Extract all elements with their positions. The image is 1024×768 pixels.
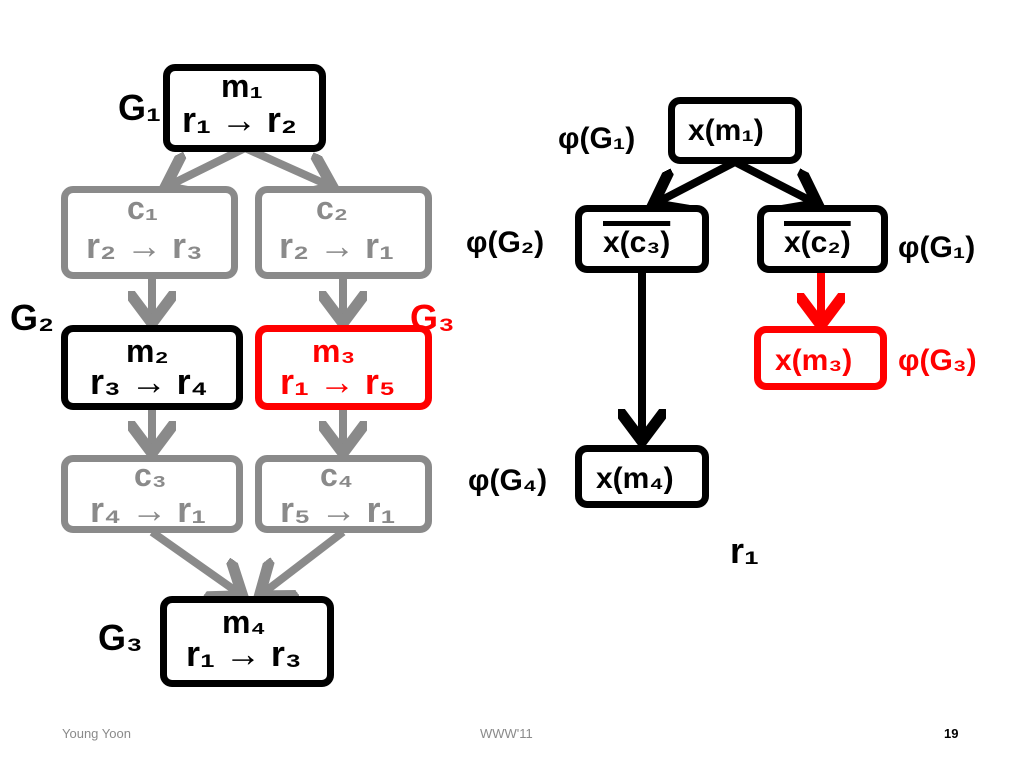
node-x-m1[interactable]	[668, 97, 802, 164]
label-phi-g3: φ(G₃)	[898, 344, 977, 377]
node-m3-rule: r₁ → r₅	[280, 361, 396, 402]
node-c1-title: c₁	[127, 190, 159, 226]
node-m1-rule: r₁ → r₂	[182, 99, 297, 140]
node-c3[interactable]	[61, 455, 243, 533]
node-m2[interactable]	[61, 325, 243, 410]
label-r1: r₁	[730, 530, 759, 571]
node-m2-title: m₂	[126, 333, 169, 369]
arrow-m1-c2	[243, 144, 330, 186]
page-number: 19	[944, 726, 959, 741]
label-phi-g1-top: φ(G₁)	[558, 122, 636, 155]
label-g3-bottom: G₃	[98, 617, 143, 658]
arrow-c4-m4	[262, 528, 346, 594]
node-c2[interactable]	[255, 186, 432, 279]
label-phi-g1-right: φ(G₁)	[898, 231, 976, 264]
node-m4-title: m₄	[222, 604, 266, 640]
node-x-m1-text: x(m₁)	[688, 114, 764, 147]
node-m3-title: m₃	[312, 333, 356, 369]
node-m1[interactable]	[163, 64, 326, 152]
footer-author: Young Yoon	[62, 726, 131, 741]
arrow-c3-m4	[149, 528, 240, 594]
node-c4-rule: r₅ → r₁	[280, 489, 396, 530]
node-xbar-c3[interactable]	[575, 205, 709, 273]
node-xbar-c2-text: x(c₂)	[784, 226, 851, 259]
footer-venue: WWW'11	[480, 726, 533, 741]
node-c2-rule: r₂ → r₁	[279, 225, 394, 266]
node-c4[interactable]	[255, 455, 432, 533]
node-x-m3[interactable]	[754, 326, 887, 390]
node-c2-title: c₂	[316, 190, 349, 226]
arrow-m1-c1	[168, 144, 247, 186]
node-c3-rule: r₄ → r₁	[90, 489, 207, 530]
arrow-xm1-xc3	[656, 158, 737, 203]
node-c4-title: c₄	[320, 457, 354, 493]
node-c1-rule: r₂ → r₃	[86, 225, 203, 266]
node-xbar-c2[interactable]	[757, 205, 888, 273]
label-g2: G₂	[10, 297, 54, 338]
node-m4-rule: r₁ → r₃	[186, 633, 302, 674]
arrow-xm1-xc2	[733, 158, 815, 203]
label-phi-g4: φ(G₄)	[468, 464, 548, 497]
node-x-m3-text: x(m₃)	[775, 344, 853, 377]
node-m3[interactable]	[255, 325, 432, 410]
label-g1: G₁	[118, 87, 161, 128]
node-c3-title: c₃	[134, 457, 167, 493]
node-m4[interactable]	[160, 596, 334, 687]
node-x-m4-text: x(m₄)	[596, 462, 674, 495]
node-m2-rule: r₃ → r₄	[90, 361, 208, 402]
label-phi-g2: φ(G₂)	[466, 226, 545, 259]
node-c1[interactable]	[61, 186, 238, 279]
node-x-m4[interactable]	[575, 445, 709, 508]
node-xbar-c3-text: x(c₃)	[603, 226, 671, 259]
node-m1-title: m₁	[221, 68, 263, 104]
